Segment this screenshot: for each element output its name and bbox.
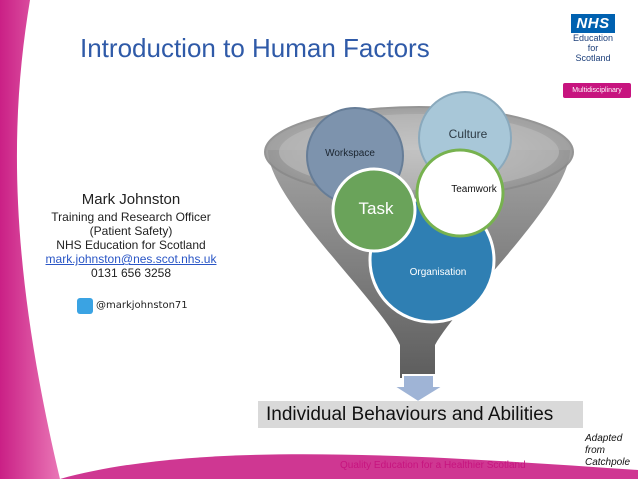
presenter-role: Training and Research Officer bbox=[0, 210, 262, 224]
footer-tagline: Quality Education for a Healthier Scotla… bbox=[340, 460, 526, 471]
presenter-card: Mark Johnston Training and Research Offi… bbox=[0, 190, 262, 280]
presenter-phone: 0131 656 3258 bbox=[0, 266, 262, 280]
task-label: Task bbox=[359, 199, 394, 218]
logo-line-3: Scotland bbox=[558, 53, 628, 63]
logo-line-1: Education bbox=[558, 33, 628, 43]
result-label: Individual Behaviours and Abilities bbox=[266, 404, 553, 426]
multidisciplinary-badge: Multidisciplinary bbox=[563, 83, 631, 98]
organisation-label: Organisation bbox=[410, 267, 467, 278]
nhs-mark: NHS bbox=[571, 14, 614, 33]
email-link[interactable]: mark.johnston@nes.scot.nhs.uk bbox=[46, 252, 217, 266]
presenter-dept: (Patient Safety) bbox=[0, 224, 262, 238]
culture-label: Culture bbox=[449, 127, 488, 141]
presenter-name: Mark Johnston bbox=[0, 190, 262, 210]
presenter-org: NHS Education for Scotland bbox=[0, 238, 262, 252]
arrow-down-icon bbox=[393, 375, 444, 402]
source-credit: Adapted from Catchpole bbox=[585, 433, 635, 469]
workspace-label: Workspace bbox=[325, 148, 375, 159]
page-title: Introduction to Human Factors bbox=[80, 33, 430, 64]
twitter-handle: @markjohnston71 bbox=[96, 300, 188, 311]
logo-line-2: for bbox=[558, 43, 628, 53]
twitter-handle-row[interactable]: @markjohnston71 bbox=[77, 297, 188, 315]
nhs-logo: NHS Education for Scotland bbox=[558, 14, 628, 63]
twitter-icon bbox=[77, 298, 93, 314]
teamwork-label: Teamwork bbox=[451, 184, 498, 195]
